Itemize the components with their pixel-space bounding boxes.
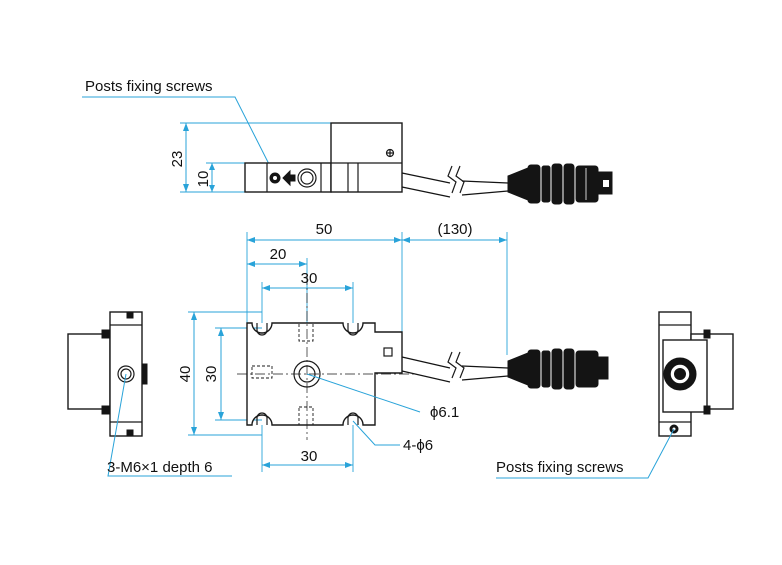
thread-note-label: 3-M6×1 depth 6 bbox=[107, 459, 213, 476]
dim-23-text: 23 bbox=[169, 151, 186, 168]
dim-30-vertical-text: 30 bbox=[203, 366, 220, 383]
posts-fixing-screws-label-right: Posts fixing screws bbox=[496, 459, 624, 476]
posts-fixing-screws-leader-right bbox=[496, 428, 675, 479]
connector-icon-front bbox=[507, 348, 609, 390]
dim-20-text: 20 bbox=[270, 246, 287, 263]
dim-10-text: 10 bbox=[195, 171, 212, 188]
dim-130-text: (130) bbox=[437, 221, 472, 238]
dim-30-top-text: 30 bbox=[301, 270, 318, 287]
posts-fixing-screws-label-top: Posts fixing screws bbox=[85, 78, 213, 95]
dim-30-bottom-text: 30 bbox=[301, 448, 318, 465]
edge-block-icon bbox=[383, 347, 393, 357]
four-phi-6-label: 4-ϕ6 bbox=[403, 437, 433, 454]
top-view: Posts fixing screws 23 10 bbox=[82, 78, 613, 205]
stage-plate bbox=[246, 322, 403, 426]
cable-front-1 bbox=[401, 356, 451, 369]
left-view-head bbox=[67, 333, 111, 410]
knob-icon-top bbox=[297, 168, 317, 188]
dim-40-text: 40 bbox=[177, 366, 194, 383]
four-phi-6-leader bbox=[352, 420, 400, 446]
cable-top-2 bbox=[461, 180, 509, 184]
thread-hole-left bbox=[251, 365, 273, 379]
cable-top-1 bbox=[401, 172, 451, 184]
left-thread-hole-icon bbox=[117, 365, 135, 383]
thread-hole-top bbox=[298, 322, 314, 342]
thread-hole-bottom bbox=[298, 406, 314, 426]
left-view: 3-M6×1 depth 6 bbox=[67, 311, 232, 477]
center-hole-icon bbox=[293, 360, 321, 388]
dim-50-text: 50 bbox=[316, 221, 333, 238]
phi-6-1-label: ϕ6.1 bbox=[430, 404, 459, 421]
head-screw-icon-top bbox=[385, 148, 395, 158]
front-view: 50 (130) 20 30 40 30 bbox=[177, 221, 609, 472]
posts-fixing-screws-leader-top bbox=[82, 96, 276, 177]
phi-6-1-leader bbox=[306, 373, 421, 413]
thread-note-leader bbox=[107, 373, 232, 477]
direction-arrow-icon bbox=[282, 169, 296, 187]
sensor-head-side bbox=[330, 122, 403, 193]
connector-icon-top bbox=[507, 163, 613, 205]
right-view: Posts fixing screws bbox=[496, 311, 734, 479]
